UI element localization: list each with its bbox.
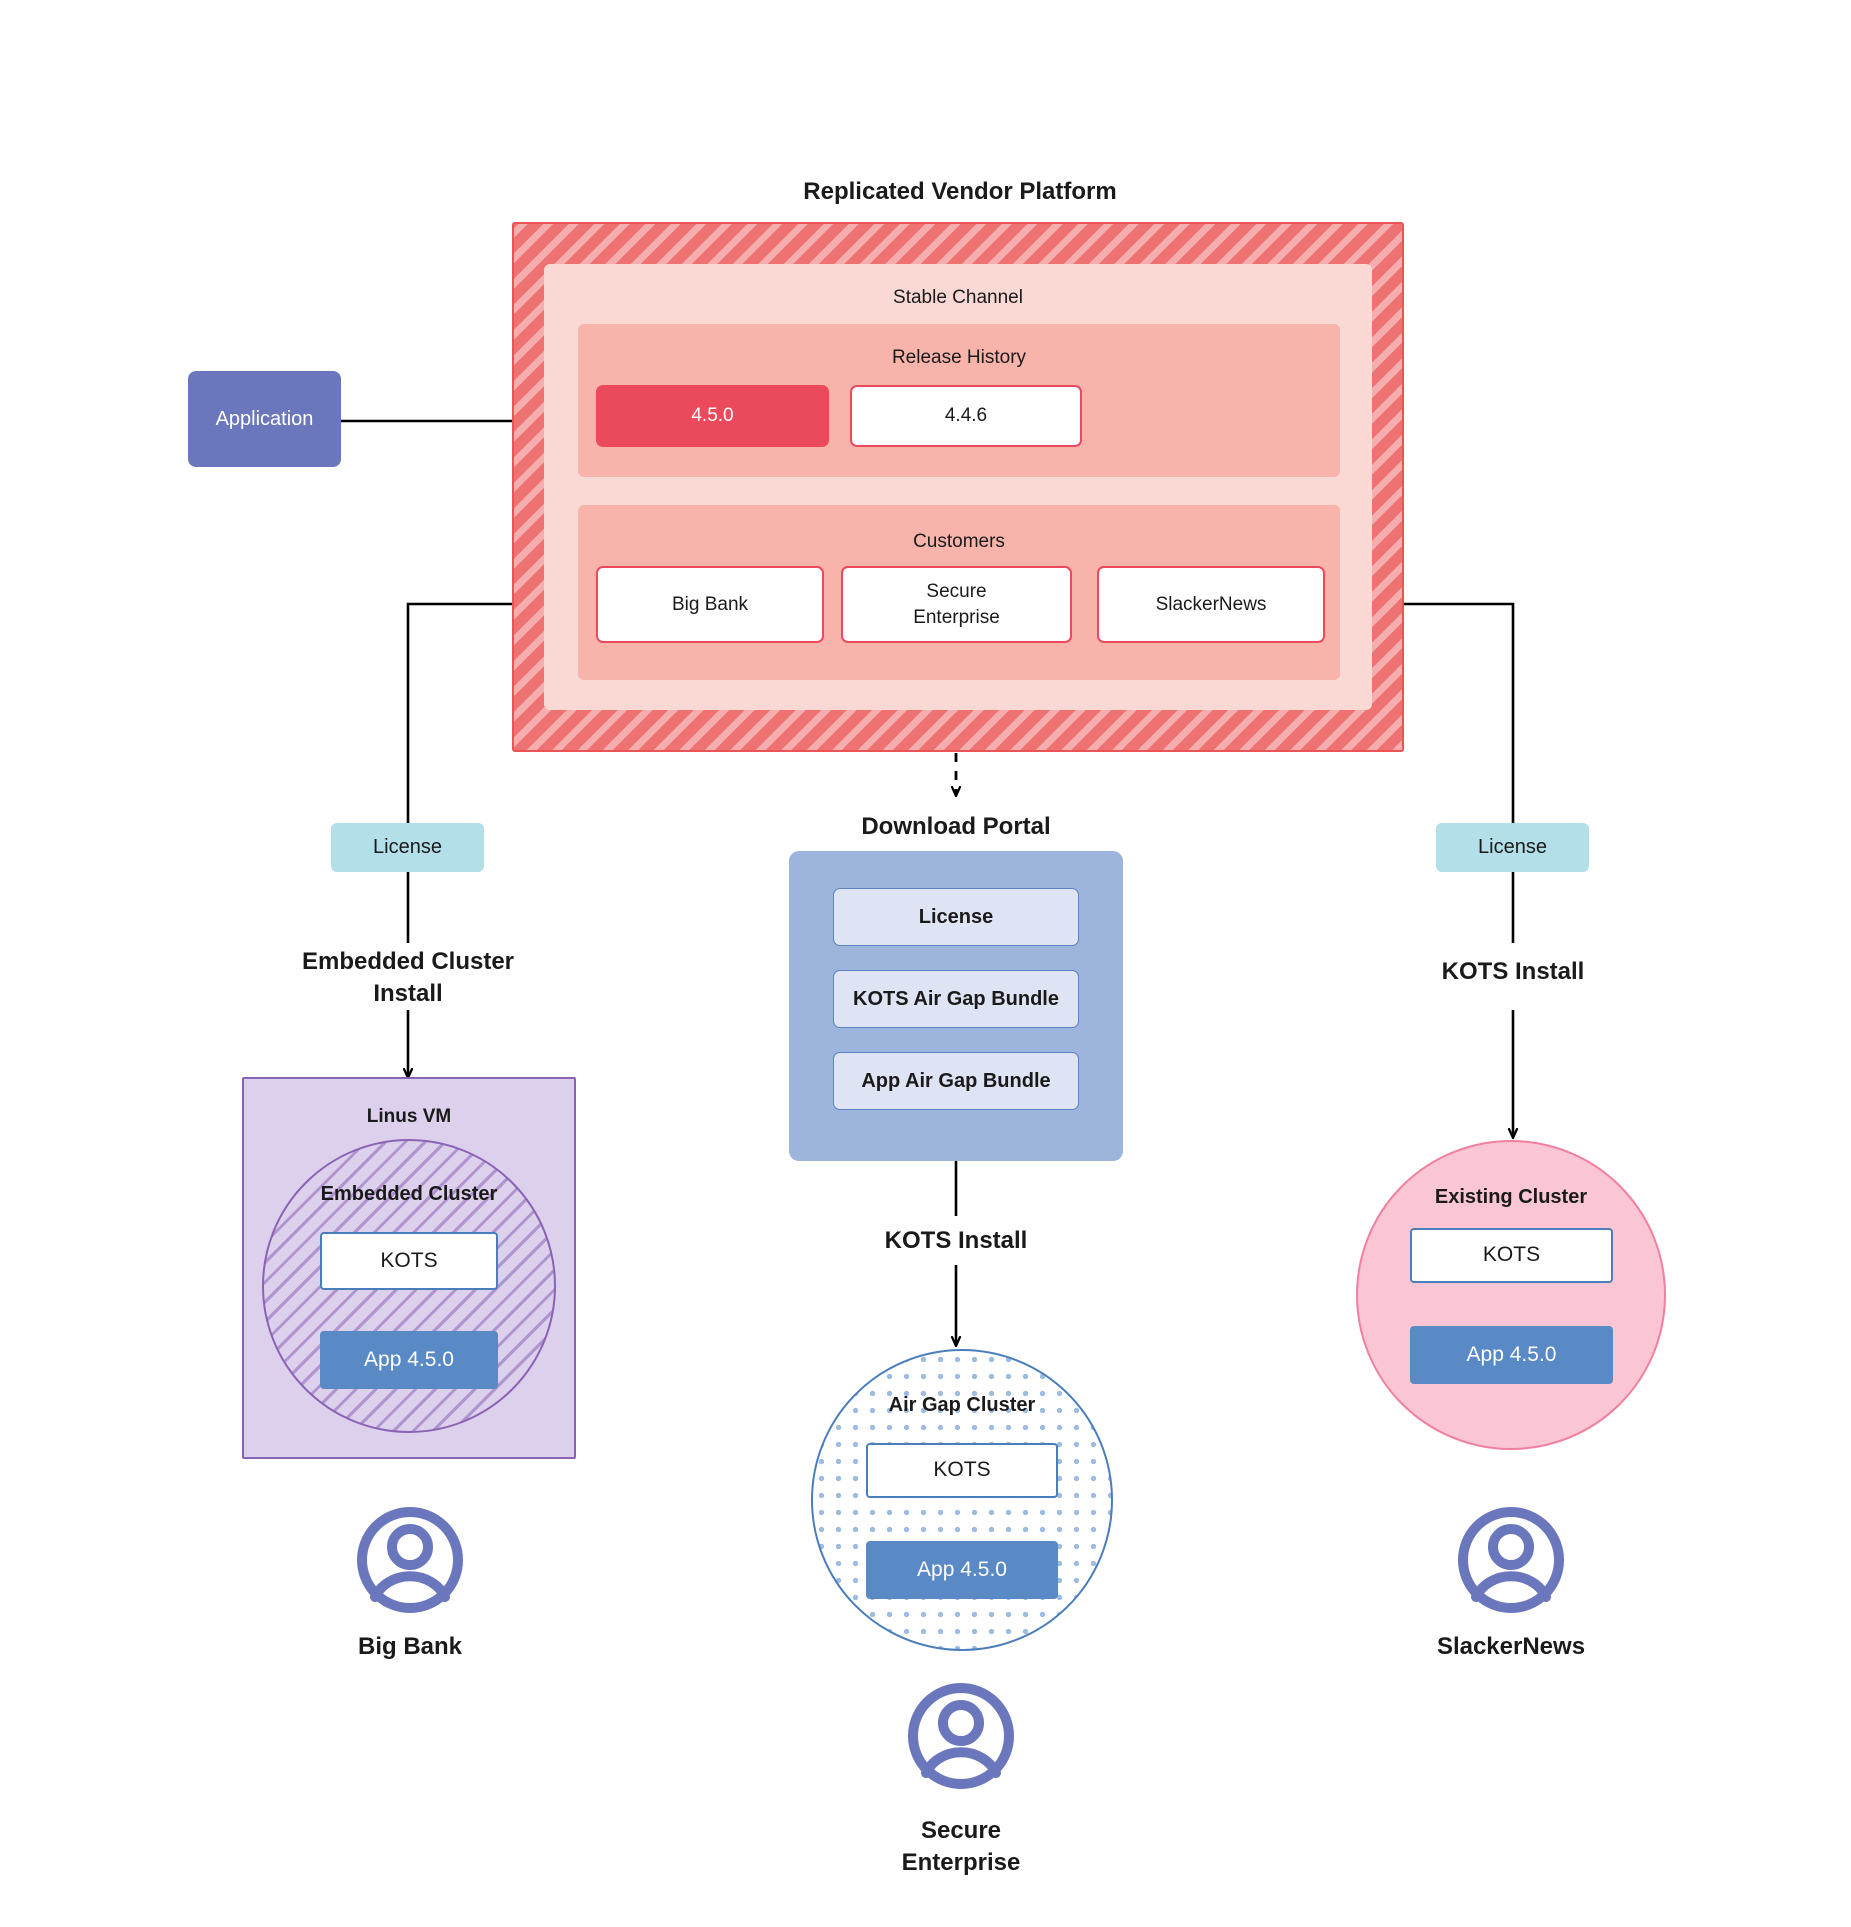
kots-box-right[interactable]: KOTS [1410,1228,1613,1283]
person-label-big-bank: Big Bank [357,1632,462,1660]
license-label-left: License [373,836,442,858]
existing-cluster-circle [1356,1140,1666,1450]
avatar-icon-secure-enterprise [908,1683,1014,1789]
app-box-right[interactable]: App 4.5.0 [1410,1326,1613,1384]
embedded-cluster-title: Embedded Cluster [320,1182,498,1205]
release-history-title: Release History [891,347,1027,369]
page-title: Replicated Vendor Platform [803,177,1117,205]
portal-item-license[interactable]: License [833,888,1079,946]
person-label-slackernews: SlackerNews [1436,1632,1586,1660]
customer-chip-slackernews[interactable]: SlackerNews [1097,566,1325,643]
existing-cluster-title: Existing Cluster [1434,1185,1588,1208]
portal-item-app-air-gap-bundle[interactable]: App Air Gap Bundle [833,1052,1079,1110]
license-label-right: License [1478,836,1547,858]
kots-install-label-right: KOTS Install [1441,957,1585,985]
stable-channel-title: Stable Channel [893,287,1023,309]
kots-label-left: KOTS [380,1248,438,1272]
air-gap-cluster-circle [811,1349,1113,1651]
app-box-center[interactable]: App 4.5.0 [866,1541,1058,1599]
license-chip-right[interactable]: License [1436,823,1589,872]
application-label: Application [215,407,314,430]
avatar-icon-big-bank [357,1507,463,1613]
release-chip-past[interactable]: 4.4.6 [850,385,1082,447]
kots-box-left[interactable]: KOTS [320,1232,498,1290]
linus-vm-title: Linus VM [366,1106,452,1128]
kots-box-center[interactable]: KOTS [866,1443,1058,1498]
kots-install-label-center: KOTS Install [884,1226,1028,1254]
app-label-center: App 4.5.0 [917,1557,1007,1581]
app-label-right: App 4.5.0 [1466,1342,1557,1366]
download-portal-title: Download Portal [861,812,1051,840]
kots-label-center: KOTS [933,1458,991,1482]
customers-title: Customers [913,531,1005,553]
application-node[interactable]: Application [188,371,341,467]
app-box-left[interactable]: App 4.5.0 [320,1331,498,1389]
portal-item-kots-air-gap-bundle[interactable]: KOTS Air Gap Bundle [833,970,1079,1028]
customer-name-big-bank: Big Bank [671,593,749,615]
release-version-past: 4.4.6 [944,405,988,427]
license-chip-left[interactable]: License [331,823,484,872]
air-gap-cluster-title: Air Gap Cluster [888,1393,1036,1416]
customer-chip-big-bank[interactable]: Big Bank [596,566,824,643]
release-chip-current[interactable]: 4.5.0 [596,385,829,447]
customer-name-slackernews: SlackerNews [1155,593,1267,615]
avatar-icon-slackernews [1458,1507,1564,1613]
app-label-left: App 4.5.0 [364,1347,454,1371]
kots-label-right: KOTS [1482,1243,1541,1267]
release-version-current: 4.5.0 [691,405,734,427]
